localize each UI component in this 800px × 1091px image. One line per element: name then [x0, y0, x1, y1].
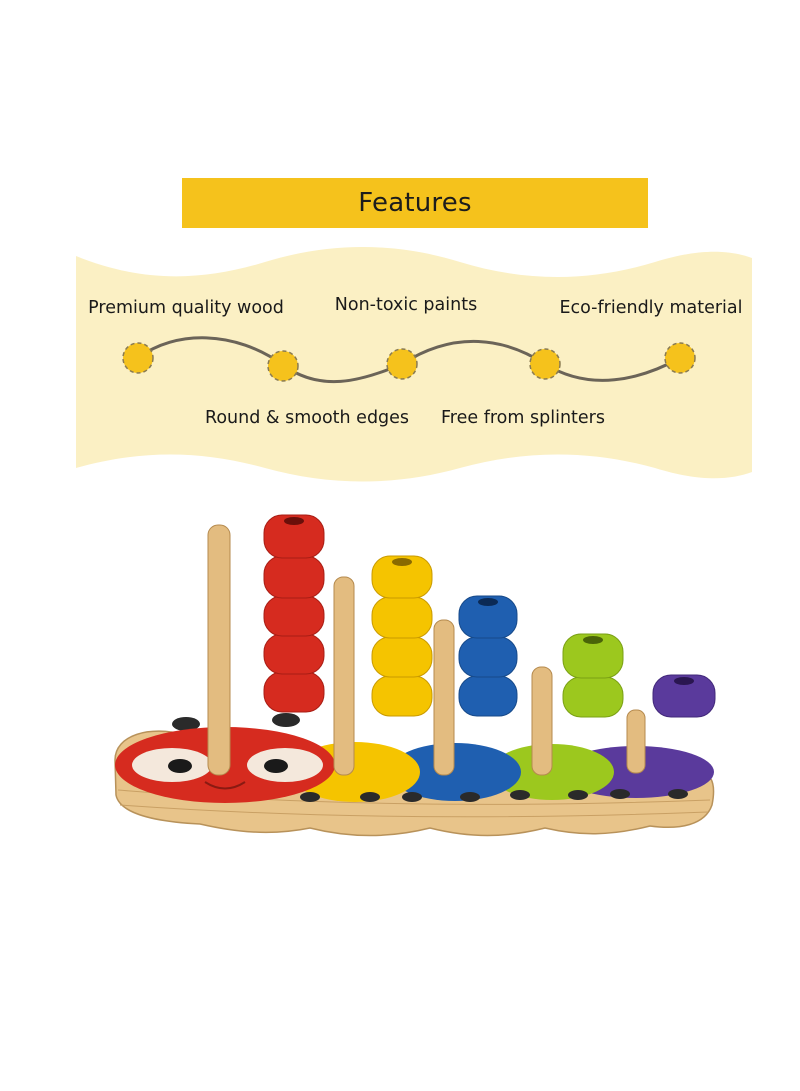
title-banner: Features — [182, 178, 648, 228]
feature-dot-5 — [664, 342, 696, 374]
feature-label-2: Non-toxic paints — [334, 295, 478, 315]
feature-label-4: Round & smooth edges — [204, 408, 410, 428]
segment-green — [490, 744, 614, 800]
feature-dot-2 — [267, 350, 299, 382]
feature-dot-3 — [386, 348, 418, 380]
purple-ring — [652, 674, 716, 718]
feature-label-3: Eco-friendly material — [559, 298, 743, 318]
feature-dot-4 — [529, 348, 561, 380]
red-rings — [263, 514, 325, 713]
feature-label-1: Premium quality wood — [88, 298, 284, 318]
segment-blue — [389, 743, 521, 801]
green-rings — [562, 633, 624, 718]
page-title: Features — [358, 188, 472, 218]
blue-rings — [458, 595, 518, 717]
feature-label-5: Free from splinters — [441, 408, 605, 428]
feature-dots — [122, 342, 696, 382]
feature-dot-1 — [122, 342, 154, 374]
yellow-rings — [371, 555, 433, 717]
title-banner-bg — [182, 178, 648, 228]
wooden-pegs — [207, 524, 646, 776]
